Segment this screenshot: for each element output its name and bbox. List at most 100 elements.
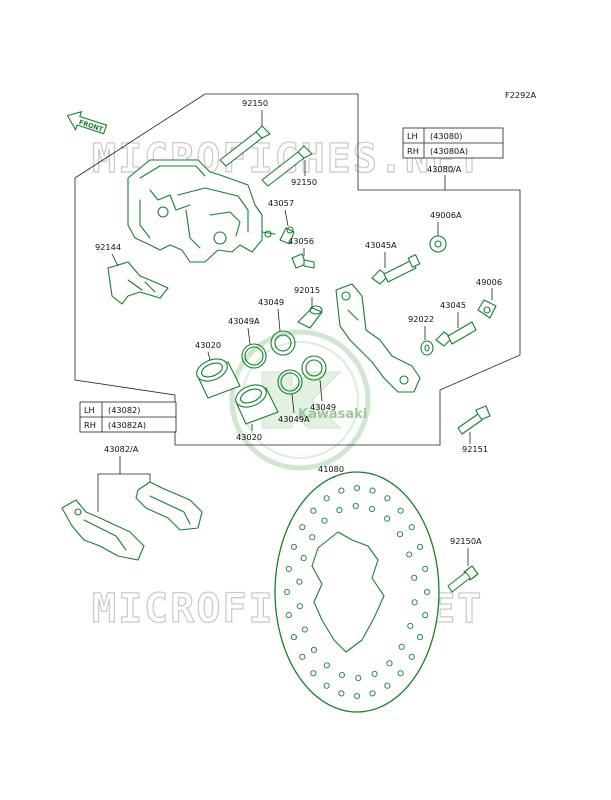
caliper-side-table: LH (43080) RH (43080A) [402, 127, 504, 159]
brake-pad-front [61, 499, 145, 561]
disc-vent-hole [338, 690, 345, 697]
bleeder-cap-43057 [279, 226, 295, 245]
label-92150-top: 92150 [242, 98, 268, 108]
disc-vent-hole [384, 495, 391, 502]
label-41080: 41080 [318, 464, 344, 474]
disc-vent-hole [301, 626, 308, 633]
pad-side-table: LH (43082) RH (43082A) [79, 401, 177, 433]
pad-table-part-rh: (43082A) [108, 420, 146, 430]
sleeve-92015 [297, 305, 323, 329]
disc-vent-hole [352, 502, 359, 510]
disc-vent-hole [283, 588, 291, 596]
label-43049-bottom: 43049 [310, 402, 336, 412]
disc-vent-hole [406, 551, 413, 558]
disc-vent-hole [323, 682, 330, 689]
label-92151: 92151 [462, 444, 488, 454]
disc-vent-hole [384, 515, 391, 522]
disc-vent-hole [398, 643, 405, 650]
label-43057: 43057 [268, 198, 294, 208]
seal-43049A-top [241, 343, 267, 369]
disc-vent-hole [299, 524, 306, 531]
pad-table-side-lh: LH [84, 405, 95, 415]
disc-vent-hole [338, 671, 345, 679]
bleeder-valve-43056 [291, 253, 315, 269]
brake-pad-rear [135, 481, 203, 531]
seal-43049-top [270, 330, 296, 356]
disc-vent-hole [411, 574, 418, 581]
bolt-92151 [457, 405, 491, 435]
label-43049A-bottom: 43049A [278, 414, 310, 424]
disc-vent-hole [290, 634, 297, 641]
bolt-43045 [435, 321, 477, 347]
disc-vent-hole [299, 653, 306, 660]
disc-vent-hole [369, 487, 376, 494]
disc-vent-hole [396, 531, 404, 538]
label-92022: 92022 [408, 314, 434, 324]
disc-vent-hole [422, 565, 429, 572]
caliper-table-part-lh: (43080) [430, 131, 462, 141]
disc-vent-hole [285, 565, 292, 572]
boot-49006A [429, 235, 447, 253]
disc-vent-hole [353, 692, 361, 700]
label-43020-bottom: 43020 [236, 432, 262, 442]
disc-vent-hole [423, 588, 431, 596]
disc-vent-hole [408, 524, 415, 531]
piston-43020-top [196, 358, 241, 399]
disc-vent-hole [285, 612, 292, 619]
front-arrow: FRONT [66, 110, 108, 135]
seal-43049-bottom [301, 355, 327, 381]
disc-vent-hole [371, 670, 378, 677]
caliper-table-side-lh: LH [407, 131, 418, 141]
disc-vent-hole [408, 653, 415, 660]
pin-92150-lower [261, 145, 313, 187]
pin-92150-top [219, 125, 271, 167]
piston-43020-bottom [235, 384, 279, 425]
label-92144: 92144 [95, 242, 121, 252]
disc-vent-hole [353, 484, 361, 492]
disc-vent-hole [417, 634, 424, 641]
boot-49006 [477, 299, 497, 319]
disc-vent-hole [369, 690, 376, 697]
pad-table-part-lh: (43082) [108, 405, 140, 415]
pad-spring-92144 [107, 261, 169, 305]
disc-vent-hole [321, 517, 328, 524]
label-43020-top: 43020 [195, 340, 221, 350]
caliper-bracket [335, 283, 421, 393]
disc-vent-hole [407, 622, 414, 629]
caliper-assembly-outline [74, 93, 521, 446]
disc-vent-hole [290, 543, 297, 550]
diagram-code: F2292A [505, 90, 537, 100]
label-92150-lower: 92150 [291, 177, 317, 187]
disc-vent-hole [369, 505, 376, 513]
disc-vent-hole [411, 599, 418, 606]
disc-vent-hole [338, 487, 345, 494]
disc-vent-hole [309, 534, 316, 541]
pad-assy-number: 43082/A [104, 444, 139, 454]
label-43049-top: 43049 [258, 297, 284, 307]
label-49006A: 49006A [430, 210, 462, 220]
label-43056: 43056 [288, 236, 314, 246]
disc-vent-hole [310, 646, 318, 653]
label-43049A-top: 43049A [228, 316, 260, 326]
disc-vent-hole [355, 674, 362, 682]
label-43045: 43045 [440, 300, 466, 310]
disc-vent-hole [296, 578, 303, 585]
disc-vent-hole [296, 603, 303, 610]
caliper-body [127, 159, 276, 263]
disc-vent-hole [310, 507, 317, 514]
disc-vent-hole [300, 555, 307, 562]
disc-vent-hole [417, 543, 424, 550]
caliper-assy-number: 43080/A [427, 164, 462, 174]
pad-table-side-rh: RH [84, 420, 96, 430]
disc-vent-hole [386, 660, 393, 667]
disc-vent-hole [384, 682, 391, 689]
bolt-43045A [371, 254, 421, 285]
brand-text: Kawasaki [298, 407, 367, 422]
disc-vent-hole [310, 670, 317, 677]
label-49006: 49006 [476, 277, 502, 287]
caliper-table-side-rh: RH [407, 146, 419, 156]
label-92150A: 92150A [450, 536, 482, 546]
label-92015: 92015 [294, 285, 320, 295]
